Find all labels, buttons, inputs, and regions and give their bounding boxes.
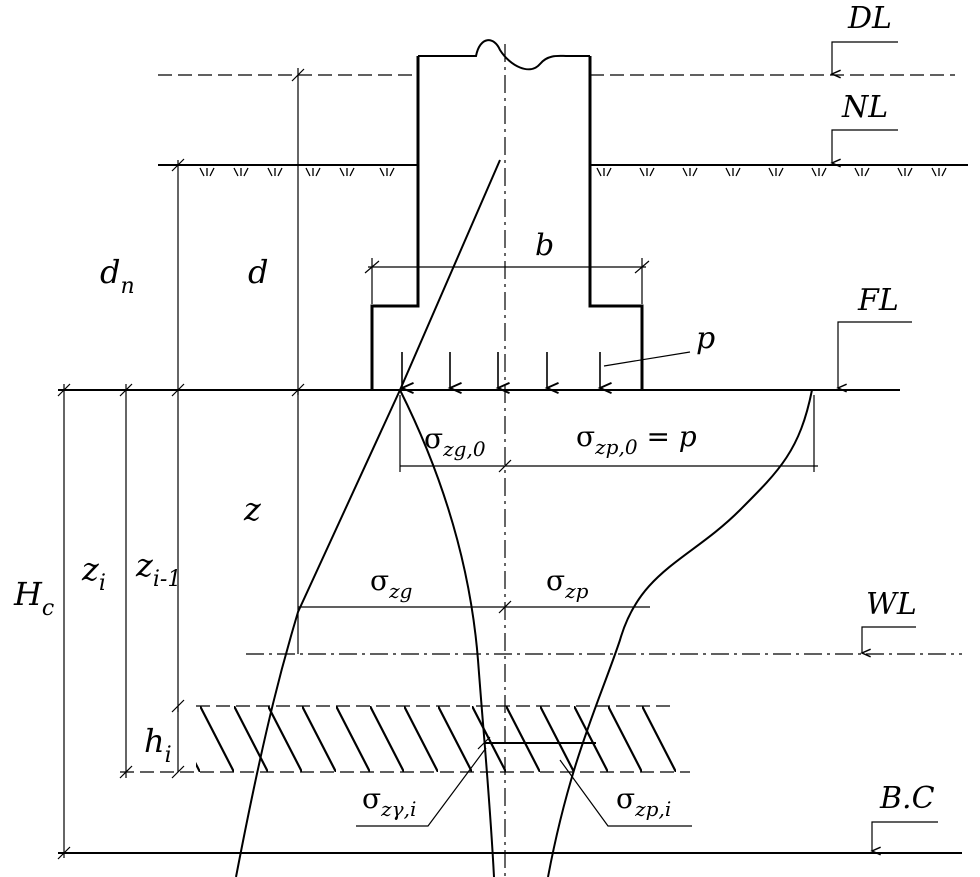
- foundation-outline: [370, 39, 644, 390]
- dl-marker: [830, 41, 898, 79]
- d-dimension: [291, 68, 305, 397]
- dn-label: dn: [100, 253, 135, 299]
- left-zp-curve: [399, 389, 495, 877]
- sigma-zg-zp-line: [298, 600, 650, 614]
- soil-layer-i: [120, 705, 690, 773]
- natural-level-line: [158, 164, 968, 177]
- d-label: d: [248, 253, 268, 291]
- b-dimension: [364, 258, 650, 304]
- sigma-zpi-label: σzp,i: [616, 782, 671, 821]
- wl-label: WL: [866, 587, 917, 622]
- z-label: z: [243, 490, 262, 528]
- geostatic-stress-curve: [235, 159, 501, 877]
- b-label: b: [535, 228, 554, 263]
- hi-dimension: [171, 706, 185, 779]
- fl-label: FL: [857, 283, 899, 318]
- fl-marker: [836, 321, 912, 393]
- bc-marker: [870, 821, 938, 856]
- zi-dimension: [119, 383, 133, 779]
- hc-dimension: [57, 383, 71, 860]
- p-label: p: [696, 321, 715, 356]
- bc-label: B.C: [879, 781, 935, 816]
- layer-stress-segment: [477, 736, 596, 750]
- hi-label: hi: [144, 722, 172, 768]
- hc-label: Hc: [13, 575, 54, 621]
- sigma-zp0-label: σzp,0 = p: [576, 420, 697, 459]
- sigma-zgi-label: σzγ,i: [362, 782, 416, 821]
- sigma-zg0-label: σzg,0: [424, 422, 486, 461]
- additional-stress-curve: [547, 389, 813, 877]
- wl-marker: [860, 626, 916, 658]
- zpi-leader: [559, 759, 692, 827]
- nl-marker: [830, 129, 898, 168]
- dl-label: DL: [847, 1, 892, 36]
- pressure-arrows: [399, 352, 612, 394]
- zi1-dimension: [171, 395, 185, 713]
- zi1-label: zi-1: [135, 546, 181, 592]
- nl-label: NL: [841, 90, 888, 125]
- zgi-leader: [356, 747, 487, 827]
- sigma-zp-label: σzp: [546, 564, 589, 603]
- dn-dimension: [171, 158, 185, 397]
- sigma-zp0-dimension: [399, 395, 818, 473]
- p-leader: [603, 351, 691, 367]
- sigma-zg-label: σzg: [370, 564, 412, 603]
- zi-label: zi: [81, 550, 106, 596]
